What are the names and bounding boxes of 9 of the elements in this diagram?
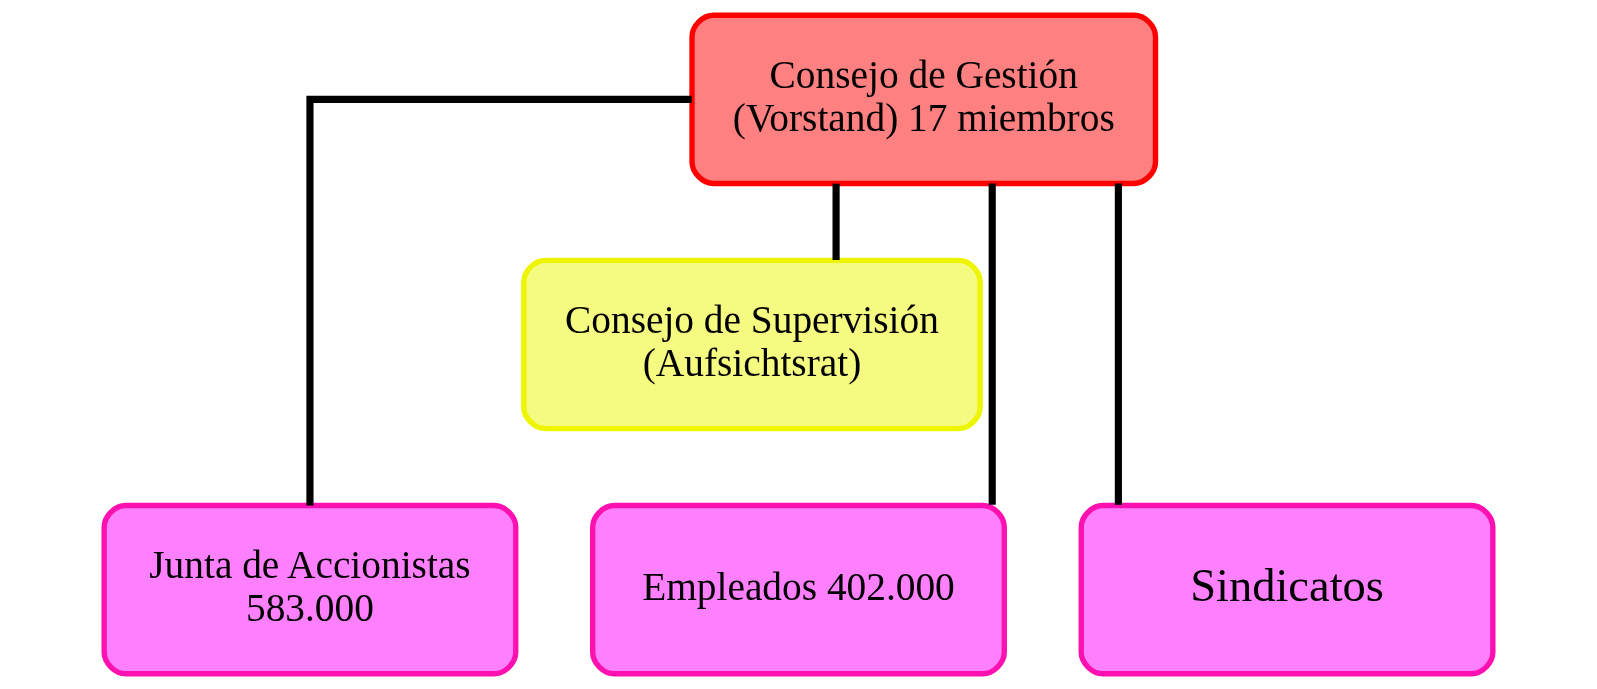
connector xyxy=(832,183,840,260)
connector xyxy=(306,95,692,506)
node-box: Consejo de Supervisión (Aufsichtsrat) xyxy=(521,257,983,432)
node-box: Junta de Accionistas 583.000 xyxy=(101,502,519,677)
node-box: Empleados 402.000 xyxy=(590,502,1007,677)
connector xyxy=(988,183,996,505)
connector xyxy=(1114,183,1122,505)
node-box: Consejo de Gestión (Vorstand) 17 miembros xyxy=(689,12,1159,187)
node-box: Sindicatos xyxy=(1078,502,1496,677)
